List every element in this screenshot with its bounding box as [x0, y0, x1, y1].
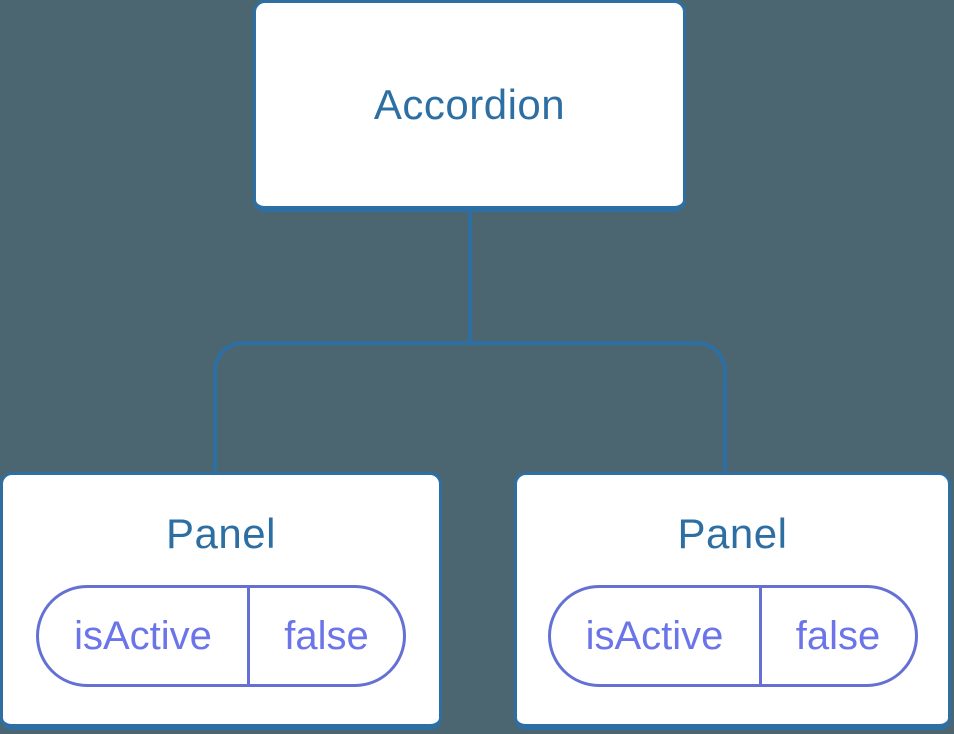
panel-node-right: Panel isActive false: [514, 472, 951, 730]
state-name-left: isActive: [39, 588, 250, 684]
panel-node-left-label: Panel: [166, 510, 276, 557]
state-pill-left: isActive false: [36, 585, 406, 687]
connector-trunk-line: [468, 210, 472, 343]
accordion-node: Accordion: [253, 0, 686, 212]
panel-node-right-label: Panel: [677, 510, 788, 557]
state-pill-right: isActive false: [547, 585, 918, 687]
state-name-right: isActive: [551, 588, 762, 684]
panel-node-left: Panel isActive false: [0, 472, 442, 730]
accordion-node-label: Accordion: [373, 80, 566, 128]
state-value-right: false: [795, 613, 881, 658]
connector-branch-bracket: [213, 341, 727, 472]
state-value-left: false: [284, 613, 369, 658]
